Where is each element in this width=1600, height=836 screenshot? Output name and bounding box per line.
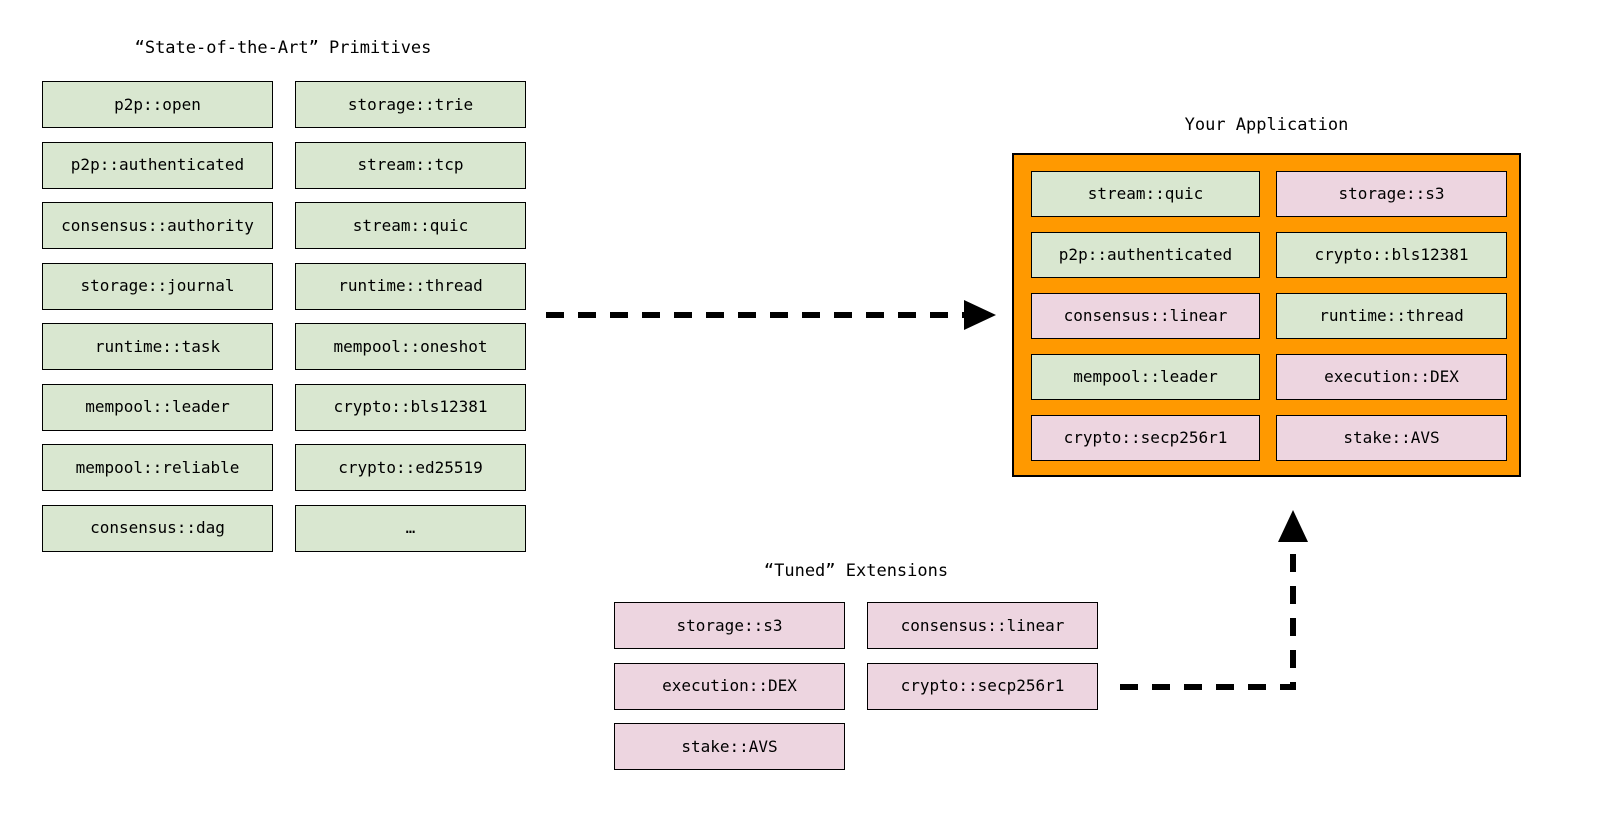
primitive-box-label: mempool::reliable bbox=[75, 457, 240, 477]
application-box-label: stream::quic bbox=[1087, 184, 1204, 203]
application-box-label: storage::s3 bbox=[1338, 184, 1445, 203]
application-box-label: crypto::bls12381 bbox=[1314, 245, 1469, 264]
extensions-to-application-arrow bbox=[1120, 510, 1308, 690]
primitive-box: p2p::authenticated bbox=[42, 141, 273, 189]
application-box: runtime::thread bbox=[1276, 293, 1507, 339]
primitives-section-title: “State-of-the-Art” Primitives bbox=[134, 38, 432, 58]
extension-box: stake::AVS bbox=[614, 723, 845, 770]
primitive-box-label: crypto::bls12381 bbox=[333, 397, 488, 416]
primitive-box: crypto::ed25519 bbox=[295, 444, 526, 491]
application-box: stake::AVS bbox=[1276, 415, 1507, 461]
primitive-box: … bbox=[295, 504, 526, 552]
primitive-box-label: … bbox=[405, 518, 416, 537]
primitive-box: p2p::open bbox=[42, 81, 273, 128]
primitive-box-label: p2p::authenticated bbox=[70, 155, 245, 174]
primitive-box: storage::trie bbox=[295, 81, 526, 128]
application-box-label: crypto::secp256r1 bbox=[1063, 428, 1228, 447]
primitive-box-label: storage::trie bbox=[347, 94, 474, 114]
application-box-label: runtime::thread bbox=[1319, 306, 1464, 325]
extension-box: execution::DEX bbox=[614, 662, 845, 710]
primitive-box: mempool::reliable bbox=[42, 444, 273, 491]
primitives-to-application-arrow bbox=[546, 300, 996, 330]
primitive-box-label: runtime::thread bbox=[338, 276, 483, 295]
application-box: stream::quic bbox=[1031, 171, 1260, 217]
extension-box-label: crypto::secp256r1 bbox=[900, 676, 1065, 695]
application-box: storage::s3 bbox=[1276, 171, 1507, 217]
application-box: crypto::secp256r1 bbox=[1031, 415, 1260, 461]
primitive-box: stream::quic bbox=[295, 202, 526, 249]
primitive-box: stream::tcp bbox=[295, 141, 526, 189]
application-box: consensus::linear bbox=[1031, 293, 1260, 339]
application-box-label: p2p::authenticated bbox=[1058, 245, 1233, 264]
extension-box: storage::s3 bbox=[614, 602, 845, 649]
extension-box-label: stake::AVS bbox=[681, 736, 778, 756]
application-box: p2p::authenticated bbox=[1031, 232, 1260, 278]
primitive-box: consensus::authority bbox=[42, 202, 273, 249]
primitive-box: runtime::task bbox=[42, 323, 273, 370]
primitive-box-label: p2p::open bbox=[114, 94, 201, 114]
primitive-box-label: crypto::ed25519 bbox=[338, 457, 483, 477]
application-section-title: Your Application bbox=[1184, 115, 1349, 135]
primitive-box-label: storage::journal bbox=[80, 276, 235, 295]
primitive-box-label: mempool::leader bbox=[85, 397, 230, 416]
primitive-box-label: stream::quic bbox=[352, 215, 469, 235]
primitive-box: consensus::dag bbox=[42, 504, 273, 552]
extension-box-label: storage::s3 bbox=[676, 615, 783, 635]
primitive-box: mempool::leader bbox=[42, 383, 273, 431]
extension-box-label: consensus::linear bbox=[900, 615, 1065, 635]
application-box-label: stake::AVS bbox=[1343, 428, 1440, 447]
primitive-box: crypto::bls12381 bbox=[295, 383, 526, 431]
application-box: execution::DEX bbox=[1276, 354, 1507, 400]
extensions-section-title: “Tuned” Extensions bbox=[763, 561, 949, 581]
extension-box: crypto::secp256r1 bbox=[867, 662, 1098, 710]
primitive-box-label: consensus::authority bbox=[61, 215, 254, 235]
extension-box-label: execution::DEX bbox=[662, 676, 797, 695]
primitive-box: storage::journal bbox=[42, 262, 273, 310]
primitive-box-label: stream::tcp bbox=[357, 155, 464, 174]
application-box: mempool::leader bbox=[1031, 354, 1260, 400]
primitive-box-label: consensus::dag bbox=[90, 518, 225, 537]
primitive-box-label: mempool::oneshot bbox=[333, 336, 488, 356]
primitive-box: runtime::thread bbox=[295, 262, 526, 310]
application-box-label: execution::DEX bbox=[1324, 367, 1459, 386]
primitive-box: mempool::oneshot bbox=[295, 323, 526, 370]
application-box-label: consensus::linear bbox=[1063, 306, 1228, 325]
primitive-box-label: runtime::task bbox=[94, 336, 221, 356]
extension-box: consensus::linear bbox=[867, 602, 1098, 649]
application-box-label: mempool::leader bbox=[1073, 367, 1218, 386]
application-box: crypto::bls12381 bbox=[1276, 232, 1507, 278]
